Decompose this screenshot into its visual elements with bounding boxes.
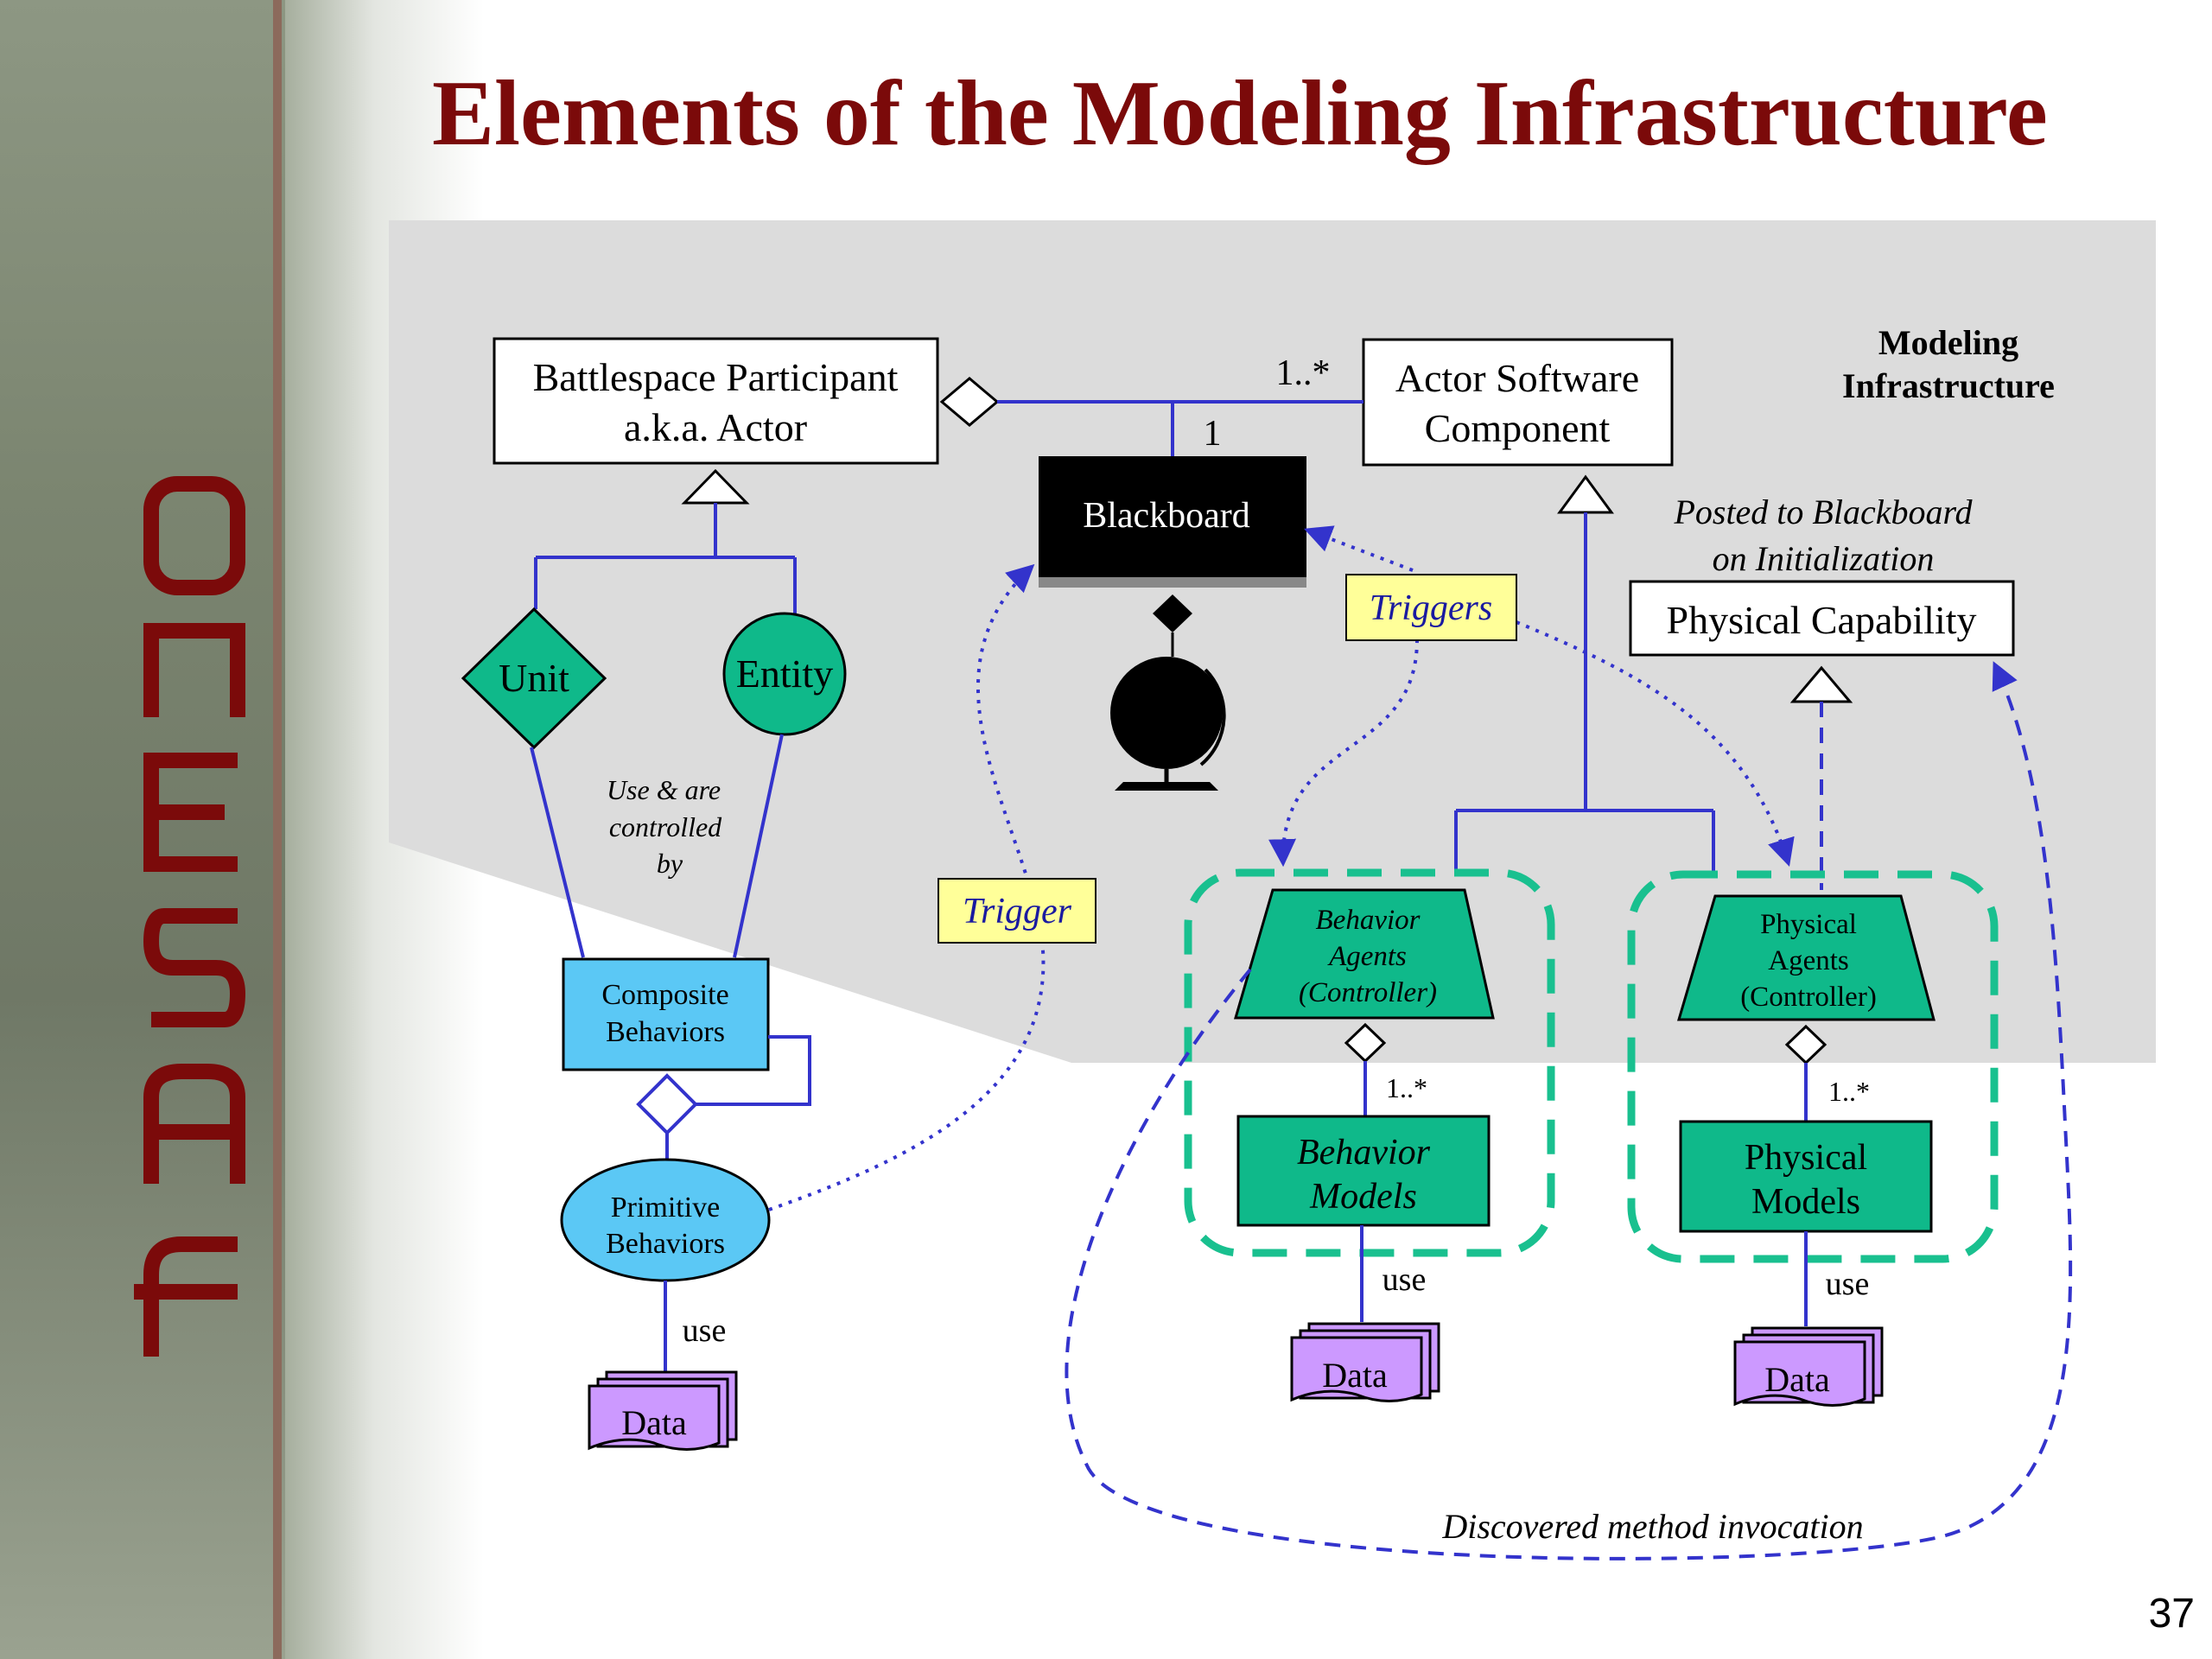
composite-behaviors-box: Composite Behaviors [562, 957, 770, 1071]
multiplicity-physical: 1..* [1828, 1076, 1870, 1107]
svg-text:Models: Models [1751, 1182, 1860, 1222]
svg-text:Triggers: Triggers [1370, 588, 1492, 628]
use-label-left: use [683, 1313, 727, 1349]
triggers-label: Triggers [1345, 574, 1517, 641]
discovered-invocation-path [1065, 661, 2073, 1560]
multiplicity-1-star: 1..* [1276, 353, 1331, 393]
svg-text:(Controller): (Controller) [1299, 977, 1437, 1008]
svg-text:Composite: Composite [601, 979, 728, 1011]
svg-text:(Controller): (Controller) [1740, 982, 1877, 1013]
multiplicity-1: 1 [1204, 414, 1222, 454]
composite-aggregation-diamond [636, 1073, 698, 1135]
use-label-behavior: use [1382, 1262, 1427, 1298]
svg-text:Behavior: Behavior [1316, 905, 1421, 936]
onesaf-logo [134, 476, 246, 1357]
svg-text:Physical Capability: Physical Capability [1666, 598, 1976, 642]
svg-text:Behaviors: Behaviors [606, 1228, 725, 1260]
globe-icon [1110, 657, 1226, 791]
svg-text:Behaviors: Behaviors [606, 1016, 725, 1048]
svg-text:Unit: Unit [499, 656, 569, 700]
multiplicity-behavior: 1..* [1386, 1072, 1427, 1103]
battlespace-participant-box: Battlespace Participant a.k.a. Actor [493, 337, 939, 465]
blackboard-box: Blackboard [1039, 456, 1306, 588]
svg-text:Physical: Physical [1745, 1138, 1867, 1178]
trigger-label: Trigger [938, 878, 1096, 944]
actor-software-component-box: Actor Software Component [1362, 338, 1674, 467]
unit-node: Unit [461, 607, 607, 750]
svg-text:Entity: Entity [736, 652, 833, 696]
posted-note-line1: Posted to Blackboard [1673, 493, 1973, 531]
region-label-line2: Infrastructure [1842, 366, 2055, 405]
svg-text:Battlespace Participant: Battlespace Participant [533, 355, 899, 399]
svg-text:Trigger: Trigger [963, 892, 1072, 931]
data-node-behavior: Data [1290, 1322, 1440, 1402]
discovered-label: Discovered method invocation [1441, 1507, 1863, 1546]
entity-node: Entity [722, 612, 847, 736]
svg-text:Primitive: Primitive [611, 1192, 721, 1224]
data-node-left: Data [588, 1370, 738, 1451]
svg-text:Data: Data [1764, 1360, 1830, 1399]
posted-note-line2: on Initialization [1713, 539, 1935, 578]
svg-text:Actor Software: Actor Software [1395, 356, 1639, 400]
behavior-models-box: Behavior Models [1236, 1115, 1491, 1227]
physical-group-boundary [1627, 870, 1999, 1263]
svg-text:Models: Models [1309, 1177, 1417, 1217]
svg-text:Blackboard: Blackboard [1083, 496, 1250, 536]
sidebar-edge [273, 0, 282, 1659]
physical-models-box: Physical Models [1679, 1120, 1933, 1233]
behavior-group-boundary [1184, 868, 1555, 1257]
region-label-line1: Modeling [1878, 323, 2018, 362]
behavior-agents-node: Behavior Agents (Controller) [1234, 888, 1495, 1020]
page-number: 37 [2148, 1591, 2195, 1637]
svg-text:Behavior: Behavior [1297, 1133, 1431, 1173]
sidebar-background [0, 0, 285, 1659]
svg-text:Data: Data [1322, 1356, 1388, 1395]
page-title: Elements of the Modeling Infrastructure [432, 62, 2048, 165]
physical-capability-box: Physical Capability [1629, 580, 2015, 657]
svg-text:Physical: Physical [1760, 909, 1857, 940]
svg-text:Agents: Agents [1768, 945, 1849, 976]
use-controlled-label-3: by [657, 848, 683, 879]
use-controlled-label-2: controlled [609, 811, 722, 842]
svg-text:a.k.a. Actor: a.k.a. Actor [624, 405, 807, 449]
physical-agents-node: Physical Agents (Controller) [1676, 894, 1936, 1021]
svg-text:Component: Component [1425, 406, 1611, 450]
svg-text:Data: Data [621, 1403, 687, 1442]
svg-text:Agents: Agents [1327, 941, 1407, 972]
use-label-physical: use [1826, 1266, 1870, 1302]
use-controlled-label-1: Use & are [607, 774, 721, 805]
primitive-behaviors-node: Primitive Behaviors [560, 1158, 771, 1282]
composition-diamond [1153, 594, 1192, 632]
data-node-physical: Data [1733, 1326, 1884, 1407]
